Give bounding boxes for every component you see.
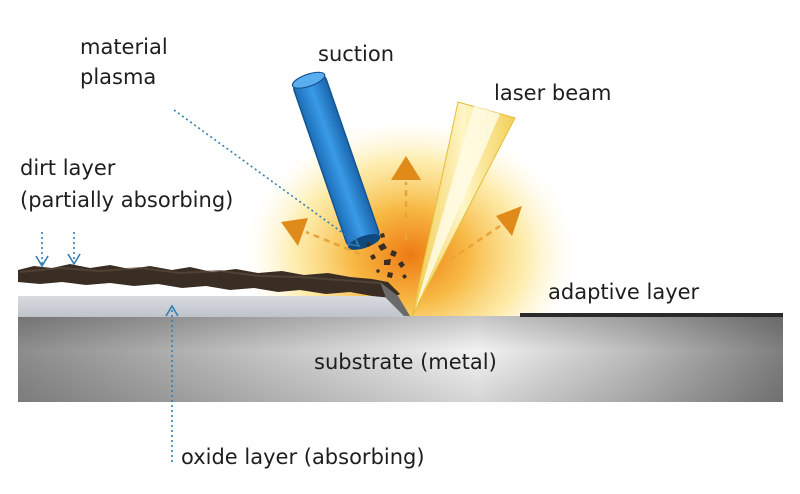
ablated-particles xyxy=(366,233,407,279)
arrow-left-shaft xyxy=(305,230,361,256)
label-dirt-layer-note: (partially absorbing) xyxy=(20,188,234,212)
cleaning-crater xyxy=(380,282,410,316)
pointer-material-plasma-head xyxy=(347,235,361,248)
label-adaptive-layer: adaptive layer xyxy=(548,280,700,304)
label-dirt-layer: dirt layer xyxy=(20,156,116,180)
label-laser-beam: laser beam xyxy=(494,81,612,105)
oxide-layer xyxy=(18,296,408,317)
laser-beam-core xyxy=(415,106,500,310)
arrow-left-head xyxy=(281,218,308,246)
dirt-layer-highlight xyxy=(19,266,381,284)
pointer-heads xyxy=(35,235,361,317)
pointer-oxide-head xyxy=(165,304,179,317)
pointer-dirt-1-head xyxy=(35,255,49,268)
label-substrate: substrate (metal) xyxy=(314,350,497,374)
arrow-up-head xyxy=(391,156,421,180)
pointer-dirt-2-head xyxy=(67,253,81,266)
ejection-arrows xyxy=(281,156,522,262)
label-suction: suction xyxy=(318,42,395,66)
label-material: material xyxy=(80,35,168,59)
label-oxide-layer: oxide layer (absorbing) xyxy=(181,445,425,469)
dirt-layer xyxy=(18,264,400,298)
label-plasma: plasma xyxy=(80,65,157,89)
adaptive-layer-line xyxy=(520,313,783,317)
substrate-shading xyxy=(18,316,783,402)
pointer-lines xyxy=(41,109,359,462)
arrow-right-head xyxy=(496,206,522,236)
